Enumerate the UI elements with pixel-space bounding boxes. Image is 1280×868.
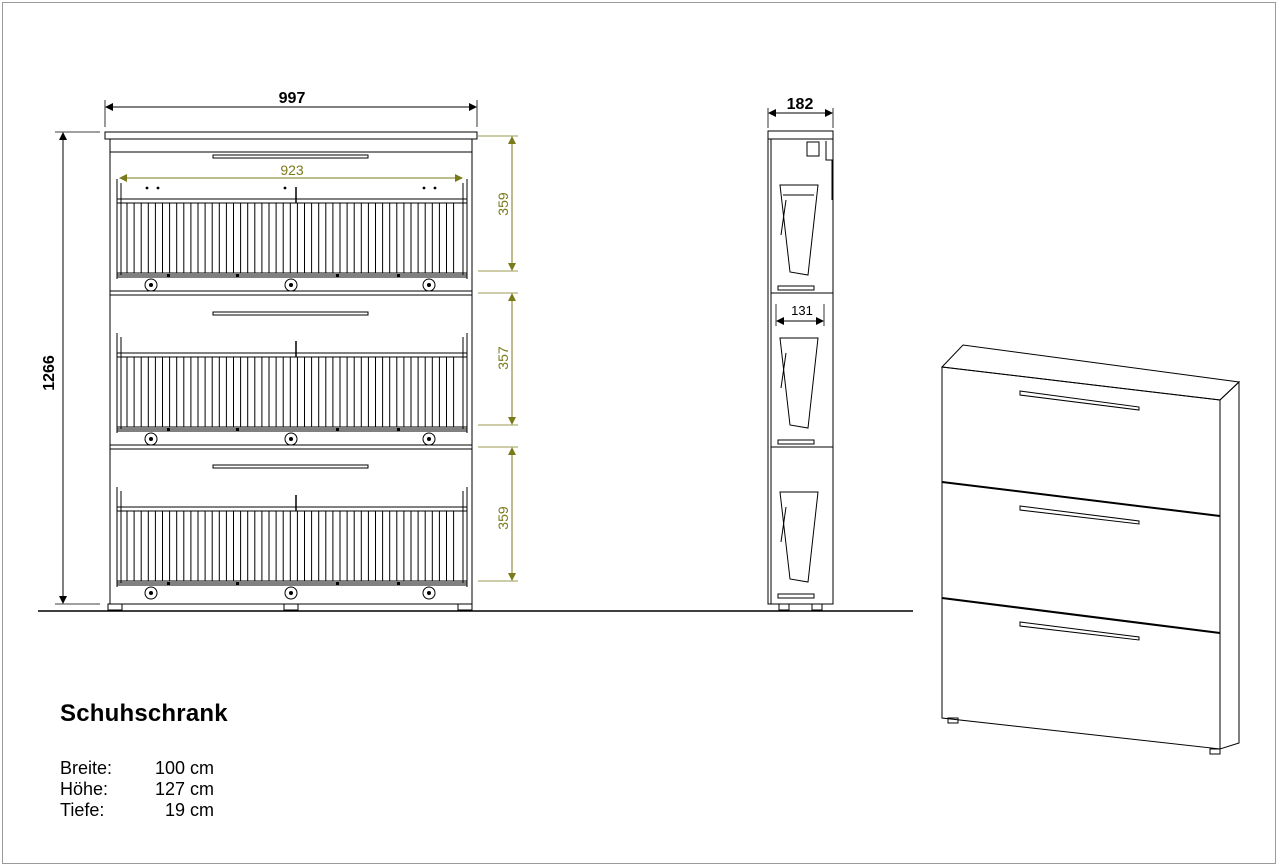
product-title: Schuhschrank: [60, 700, 228, 727]
spec-row: Höhe: 127 cm: [60, 779, 214, 800]
spec-label: Breite:: [60, 758, 113, 778]
dim-label-1266: 1266: [41, 355, 58, 391]
dim-label-section-1: 359: [495, 192, 511, 216]
spec-value: 19 cm: [165, 800, 215, 820]
product-info: Schuhschrank Breite: 100 cm Höhe: 127 cm…: [60, 700, 228, 821]
dim-side-inner: 131: [775, 303, 825, 326]
perspective-view: [940, 344, 1241, 755]
dim-section-heights: [478, 135, 518, 582]
shoe-baskets: [116, 179, 468, 600]
spec-value: 100 cm: [155, 758, 215, 778]
spec-label: Tiefe:: [60, 800, 105, 820]
dim-label-182: 182: [787, 96, 814, 113]
spec-value: 127 cm: [155, 779, 215, 799]
dim-front-width: 997: [104, 90, 478, 127]
dim-side-depth: 182: [767, 96, 834, 128]
dim-label-997: 997: [279, 90, 306, 107]
dim-inner-width: 923: [119, 162, 463, 190]
dim-label-923: 923: [280, 162, 304, 178]
spec-table: Breite: 100 cm Höhe: 127 cm Tiefe: 19 cm: [60, 758, 214, 821]
dim-label-section-2: 357: [495, 346, 511, 370]
side-view: [767, 130, 834, 611]
spec-row: Tiefe: 19 cm: [60, 800, 214, 821]
dim-label-131: 131: [791, 303, 813, 318]
spec-label: Höhe:: [60, 779, 109, 799]
front-view: [104, 131, 478, 611]
spec-row: Breite: 100 cm: [60, 758, 214, 779]
dim-front-height: 1266: [41, 131, 100, 605]
dim-label-section-3: 359: [495, 506, 511, 530]
